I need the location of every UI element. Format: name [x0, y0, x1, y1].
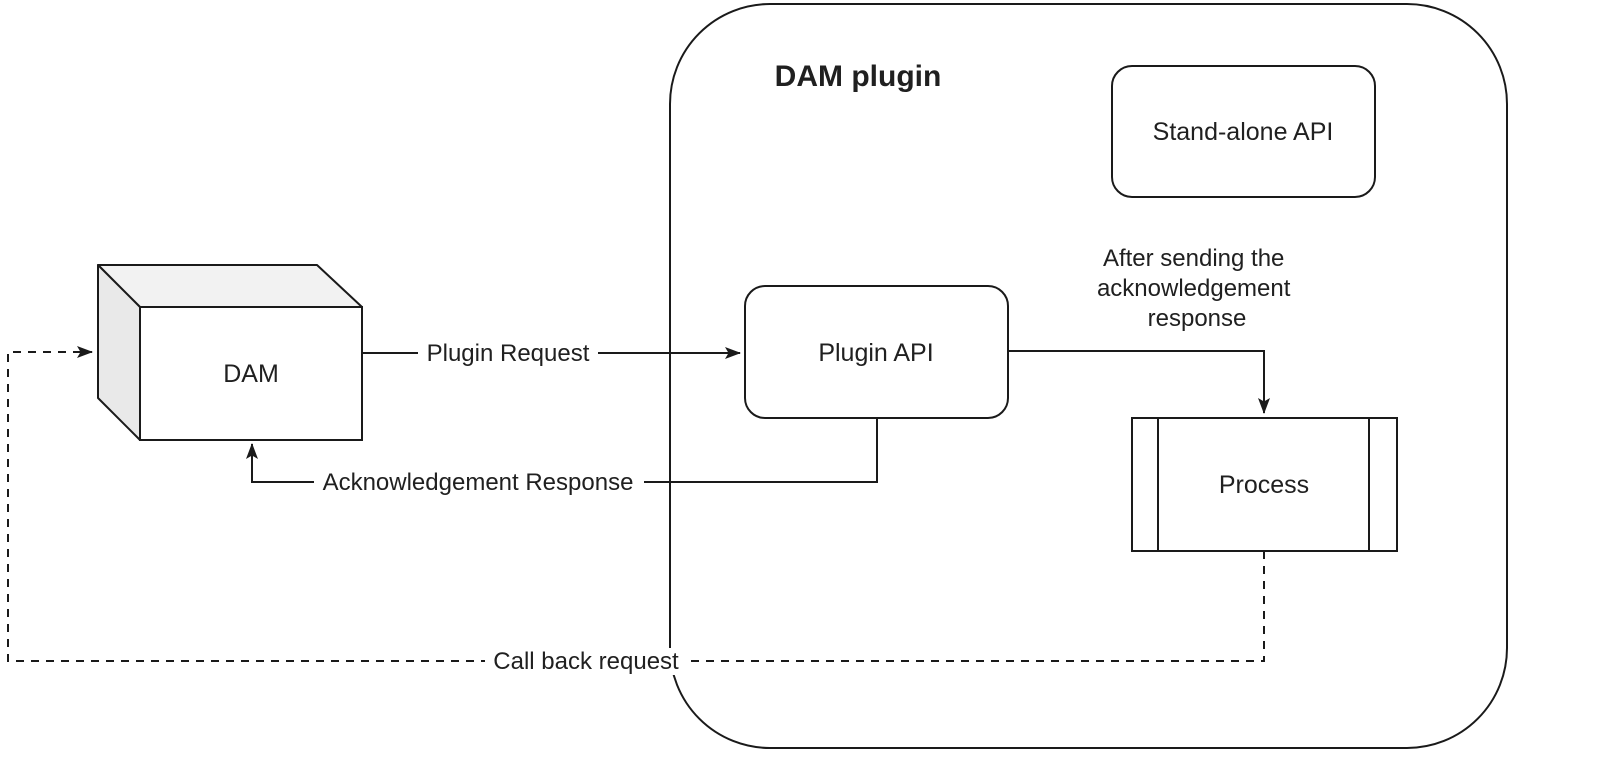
edge-plugin-request-label: Plugin Request [427, 340, 590, 367]
process-box [1131, 417, 1398, 552]
edge-acknowledgement-response-label: Acknowledgement Response [323, 469, 634, 496]
edge-callback-request [7, 346, 1265, 662]
dam-cube-top-face [97, 264, 363, 308]
plugin-api-box [744, 285, 1009, 419]
node-stand-alone-api-label: Stand-alone API [1153, 118, 1334, 146]
node-dam: DAM [97, 264, 363, 441]
node-dam-label: DAM [223, 360, 279, 388]
annotation-after-sending: After sending the acknowledgement respon… [1097, 245, 1297, 332]
dam-plugin-container-title: DAM plugin [775, 60, 942, 93]
callback-request-label-bg [485, 648, 687, 675]
acknowledgement-response-label-bg [314, 469, 644, 496]
stand-alone-api-box [1111, 65, 1376, 198]
dam-cube-front-face [139, 306, 363, 441]
node-process: Process [1131, 417, 1398, 552]
annotation-line-1: After sending the [1103, 245, 1284, 272]
edge-labels: Plugin Request Acknowledgement Response … [314, 340, 687, 675]
plugin-request-label-bg [418, 340, 598, 367]
edge-callback-request-label: Call back request [493, 648, 679, 675]
annotation-line-3: response [1148, 305, 1247, 332]
node-stand-alone-api: Stand-alone API [1111, 65, 1376, 198]
node-process-label: Process [1219, 471, 1309, 499]
node-plugin-api-label: Plugin API [818, 339, 933, 367]
annotation-line-2: acknowledgement [1097, 275, 1291, 302]
edge-api-to-process [1008, 350, 1270, 414]
node-plugin-api: Plugin API [744, 285, 1009, 419]
